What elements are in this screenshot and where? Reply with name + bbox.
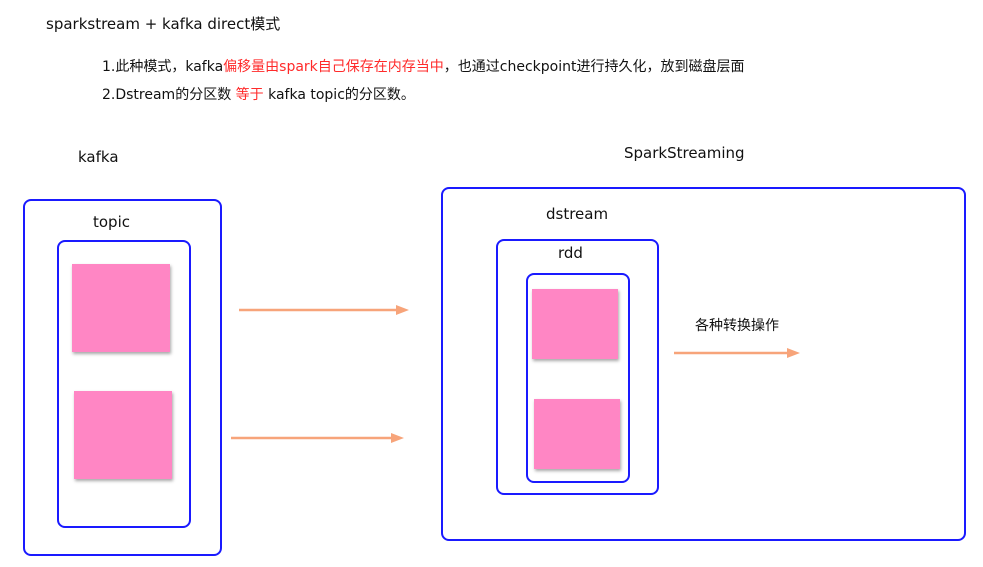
dstream-box — [496, 239, 659, 495]
kafka-label: kafka — [78, 148, 119, 166]
note-line-2: 2.Dstream的分区数 等于 kafka topic的分区数。 — [102, 88, 415, 102]
rdd-partition-1 — [532, 289, 618, 359]
topic-partition-1 — [72, 264, 170, 352]
topic-label: topic — [93, 213, 130, 231]
note-2-suffix: kafka topic的分区数。 — [263, 87, 415, 103]
note-2-prefix: 2.Dstream的分区数 — [102, 87, 236, 103]
arrow-partition-2 — [231, 433, 404, 443]
rdd-label: rdd — [558, 244, 583, 262]
rdd-box — [526, 273, 630, 483]
note-1-highlight: 偏移量由spark自己保存在内存当中 — [223, 59, 444, 75]
diagram-title: sparkstream + kafka direct模式 — [46, 15, 281, 33]
topic-box — [57, 240, 191, 528]
kafka-box — [23, 199, 222, 556]
topic-partition-2 — [74, 391, 172, 479]
dstream-label: dstream — [546, 205, 609, 223]
note-1-suffix: ，也通过checkpoint进行持久化，放到磁盘层面 — [443, 59, 745, 75]
transform-label: 各种转换操作 — [695, 318, 779, 334]
sparkstreaming-box — [441, 187, 966, 541]
sparkstreaming-label: SparkStreaming — [624, 144, 745, 162]
note-line-1: 1.此种模式，kafka偏移量由spark自己保存在内存当中，也通过checkp… — [102, 60, 745, 74]
note-2-highlight: 等于 — [235, 87, 264, 103]
arrow-partition-1 — [239, 305, 409, 315]
note-1-prefix: 1.此种模式，kafka — [102, 59, 224, 75]
rdd-partition-2 — [534, 399, 620, 469]
